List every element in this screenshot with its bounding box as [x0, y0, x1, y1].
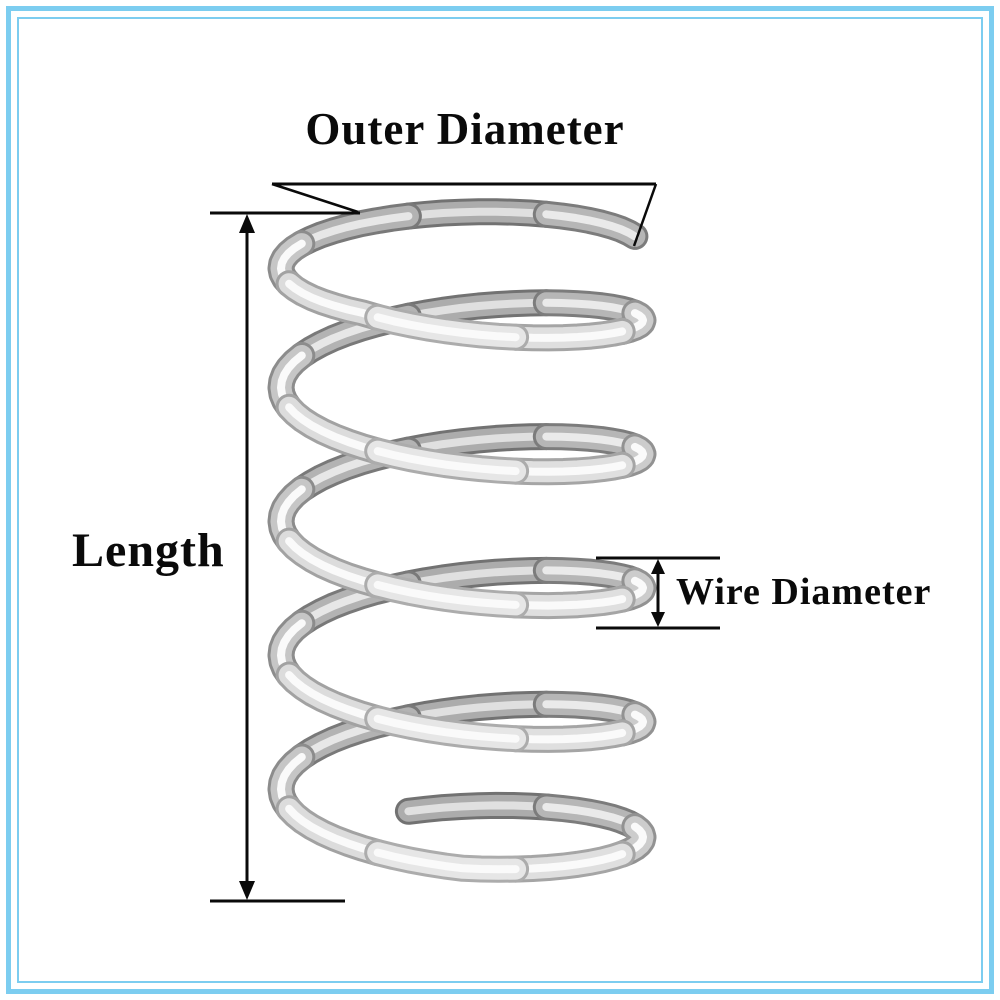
outer-diameter-extension-right: [632, 183, 658, 247]
length-arrow-down-icon: [239, 881, 255, 900]
outer-diameter-label: Outer Diameter: [305, 104, 625, 154]
wire-diameter-label: Wire Diameter: [676, 571, 932, 613]
wire-diameter-arrow-up-icon: [651, 559, 665, 574]
length-label: Length: [72, 524, 225, 577]
spring-coil: [267, 198, 657, 883]
wire-diameter-arrow-down-icon: [651, 612, 665, 627]
length-arrow-up-icon: [239, 214, 255, 233]
outer-diameter-extension-left: [271, 182, 359, 214]
